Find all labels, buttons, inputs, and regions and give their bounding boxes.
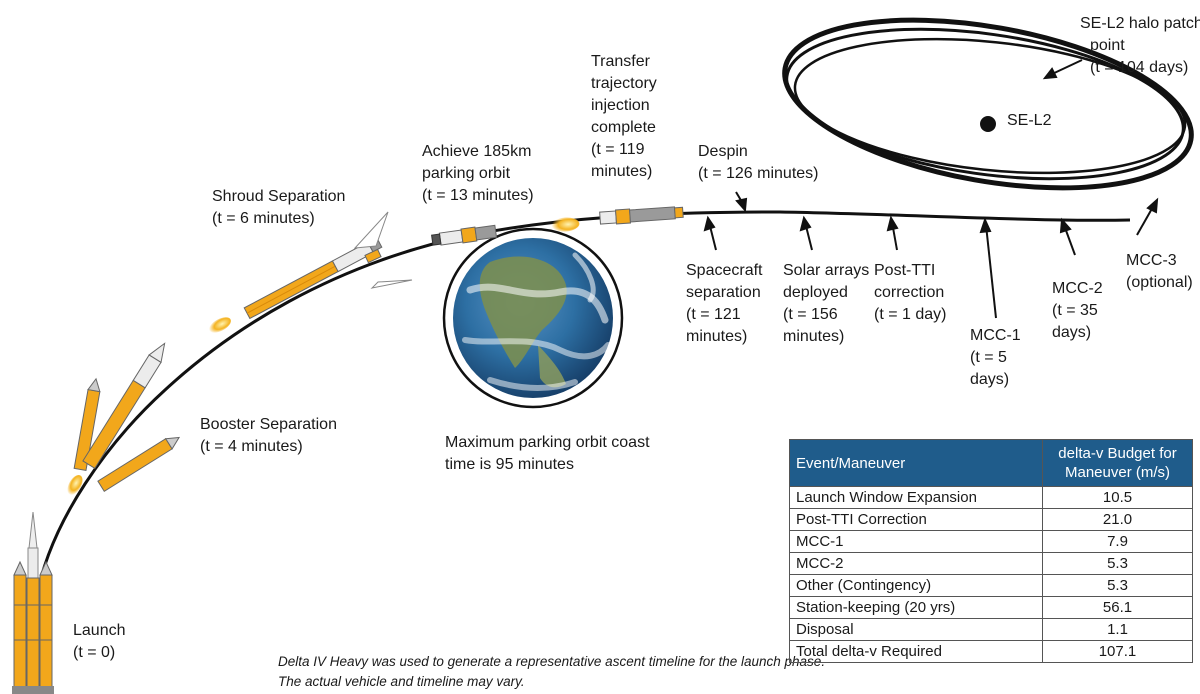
shroud-separation-label: Shroud Separation(t = 6 minutes): [212, 188, 346, 227]
event-cell: Launch Window Expansion: [789, 486, 1043, 509]
despin-label: Despin(t = 126 minutes): [698, 143, 819, 182]
halo-patch-label: SE-L2 halo patch point (t = 104 days): [1080, 15, 1200, 76]
parking-orbit-stage: [431, 224, 498, 246]
event-cell: Station-keeping (20 yrs): [789, 596, 1043, 619]
event-cell: Post-TTI Correction: [789, 508, 1043, 531]
table-row: Station-keeping (20 yrs)56.1: [789, 596, 1193, 619]
event-cell: Total delta-v Required: [789, 640, 1043, 663]
mcc3-label: MCC-3(optional): [1126, 252, 1193, 291]
halo-orbit: [782, 17, 1194, 191]
table-header-row: Event/Maneuver delta-v Budget for Maneuv…: [789, 439, 1193, 487]
value-cell: 21.0: [1042, 508, 1193, 531]
delta-v-budget-table: Event/Maneuver delta-v Budget for Maneuv…: [789, 439, 1193, 663]
event-cell: MCC-2: [789, 552, 1043, 575]
value-cell: 107.1: [1042, 640, 1193, 663]
column-header-delta-v: delta-v Budget for Maneuver (m/s): [1042, 439, 1193, 487]
booster-separation-label: Booster Separation(t = 4 minutes): [200, 416, 337, 455]
value-cell: 5.3: [1042, 552, 1193, 575]
table-row: Other (Contingency)5.3: [789, 574, 1193, 597]
launch-label: Launch(t = 0): [73, 622, 126, 661]
booster-separation-graphic: [67, 342, 181, 495]
value-cell: 10.5: [1042, 486, 1193, 509]
footnote: Delta IV Heavy was used to generate a re…: [278, 654, 826, 689]
event-pointers: [703, 59, 1159, 319]
event-cell: Disposal: [789, 618, 1043, 641]
column-header-event: Event/Maneuver: [789, 439, 1043, 487]
tti-stage: [551, 206, 684, 232]
value-cell: 56.1: [1042, 596, 1193, 619]
value-cell: 5.3: [1042, 574, 1193, 597]
value-cell: 1.1: [1042, 618, 1193, 641]
se-l2-label: SE-L2: [1007, 112, 1052, 129]
event-cell: MCC-1: [789, 530, 1043, 553]
se-l2-point: [980, 116, 996, 132]
launch-vehicle: [12, 511, 54, 694]
earth: [442, 227, 624, 409]
shroud-separation-graphic: [209, 211, 413, 333]
value-cell: 7.9: [1042, 530, 1193, 553]
event-cell: Other (Contingency): [789, 574, 1043, 597]
